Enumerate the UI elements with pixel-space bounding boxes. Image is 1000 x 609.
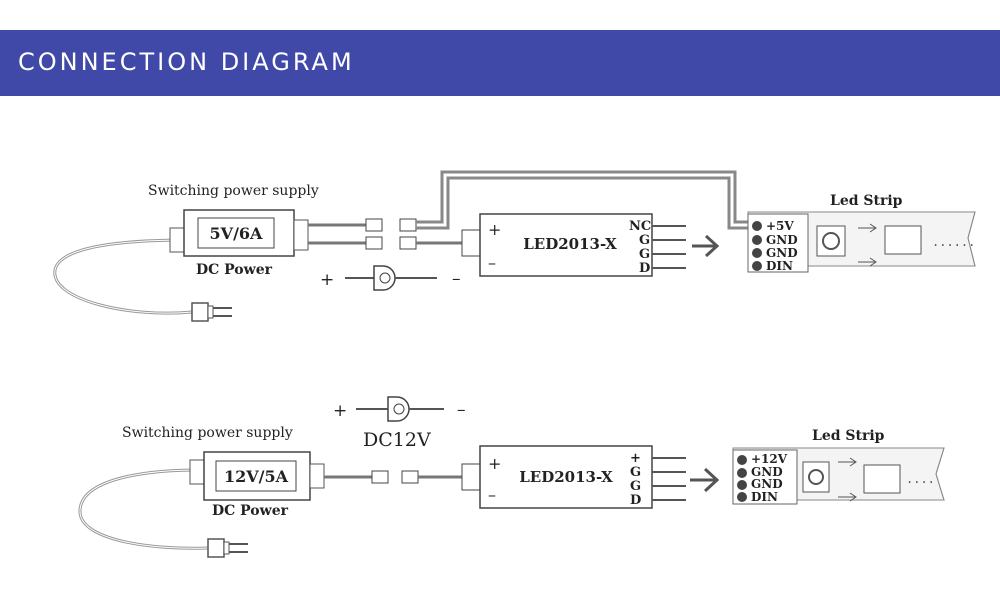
psu-rating: 5V/6A <box>210 224 264 243</box>
diagram-12v: + – DC12V Switching power supply 12V/5A … <box>78 396 945 558</box>
jack-plus: + <box>333 401 347 421</box>
strip-pin: +12V <box>751 452 788 466</box>
controller-pin: G <box>630 465 641 480</box>
dc-jack-icon <box>356 396 444 422</box>
svg-text:....: .... <box>906 472 935 486</box>
wire-connector <box>371 470 419 484</box>
controller-plus: + <box>488 454 501 473</box>
psu-title: Switching power supply <box>122 425 293 441</box>
controller-minus: – <box>488 485 496 504</box>
strip-pin: GND <box>766 246 798 260</box>
controller-minus: – <box>488 253 496 272</box>
controller-label: LED2013-X <box>519 468 613 486</box>
header-banner: CONNECTION DIAGRAM <box>0 30 1000 96</box>
controller-box <box>461 445 686 509</box>
jack-minus: – <box>452 269 461 289</box>
controller-pin: G <box>630 479 641 494</box>
strip-pin: GND <box>751 465 783 479</box>
strip-pin: DIN <box>751 490 778 504</box>
jack-voltage: DC12V <box>363 429 431 451</box>
svg-text:......: ...... <box>932 235 975 249</box>
strip-pin: +5V <box>766 219 794 233</box>
arrow-right-icon <box>692 234 720 258</box>
power-plug-icon <box>191 302 232 322</box>
jack-plus: + <box>320 270 334 290</box>
controller-pin: D <box>630 493 641 508</box>
led-strip: ...... <box>747 211 976 273</box>
arrow-right-icon <box>690 467 720 493</box>
wire-connector-top <box>365 218 417 232</box>
page-title: CONNECTION DIAGRAM <box>18 48 355 76</box>
led-strip: .... <box>732 447 945 505</box>
dc-jack-icon <box>345 265 437 291</box>
controller-pin: + <box>630 451 641 466</box>
controller-pin: D <box>639 261 650 276</box>
power-plug-icon <box>207 538 248 558</box>
power-supply-box <box>169 209 309 257</box>
controller-pin: G <box>639 247 650 262</box>
strip-title: Led Strip <box>812 428 885 444</box>
wire-connector-bottom <box>365 236 417 250</box>
strip-pin: DIN <box>766 259 793 273</box>
psu-rating: 12V/5A <box>224 467 289 486</box>
strip-pin: GND <box>751 477 783 491</box>
controller-label: LED2013-X <box>523 235 617 253</box>
jack-minus: – <box>457 400 466 420</box>
psu-caption: DC Power <box>196 262 273 278</box>
strip-title: Led Strip <box>830 193 903 209</box>
controller-box <box>461 213 686 277</box>
power-supply-box <box>189 451 325 501</box>
controller-pin: NC <box>629 219 651 234</box>
psu-caption: DC Power <box>212 503 289 519</box>
psu-title: Switching power supply <box>148 183 319 199</box>
diagram-5v: Switching power supply 5V/6A DC Power <box>53 170 976 322</box>
strip-pin: GND <box>766 233 798 247</box>
controller-pin: G <box>639 233 650 248</box>
controller-plus: + <box>488 220 501 239</box>
